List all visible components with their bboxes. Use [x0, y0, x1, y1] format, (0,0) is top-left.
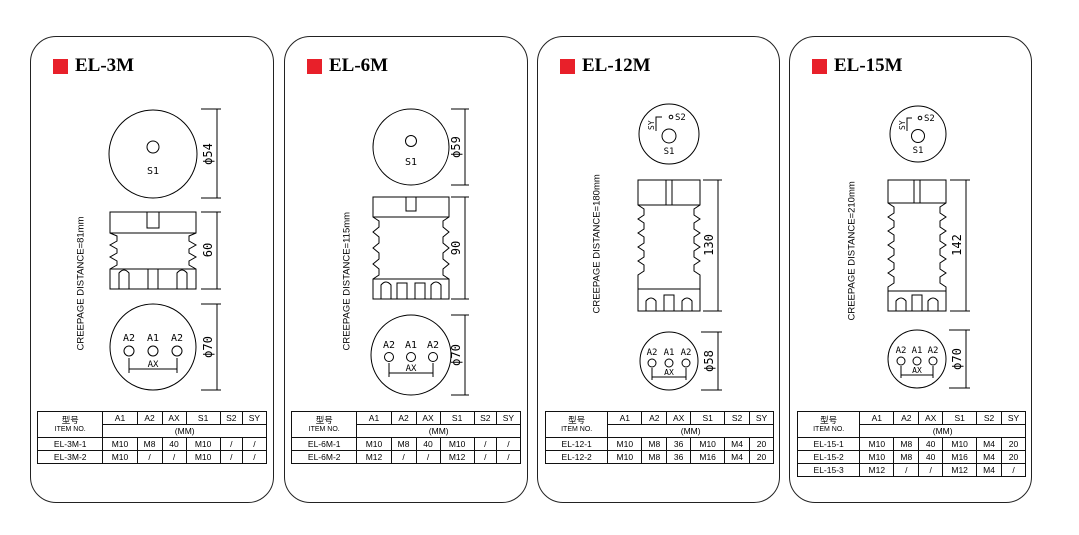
insulator-drawing: S1 ϕ59 90 A2 A1 A2 AX — [370, 108, 469, 396]
side-view: 142 — [887, 179, 970, 312]
svg-text:A2: A2 — [427, 340, 439, 351]
svg-text:AX: AX — [912, 366, 922, 375]
height-label: 60 — [201, 243, 215, 257]
bottom-view: A2 A1 A2 AX ϕ70 — [109, 303, 221, 391]
svg-text:A1: A1 — [405, 340, 417, 351]
panel-el-15m: EL-15M CREEPAGE DISTANCE=210mm S2 SY S1 … — [789, 36, 1032, 503]
panel-title: EL-3M — [53, 55, 134, 76]
panel-title: EL-15M — [812, 55, 903, 76]
svg-text:SY: SY — [647, 120, 656, 130]
svg-text:130: 130 — [702, 234, 716, 256]
panel-el-12m: EL-12M CREEPAGE DISTANCE=180mm S2 SY S1 … — [537, 36, 780, 503]
top-view: S2 SY S1 — [889, 105, 947, 163]
svg-text:A2: A2 — [171, 333, 183, 344]
panel-title: EL-6M — [307, 55, 388, 76]
side-view: 90 — [372, 196, 469, 300]
panel-el-3m: EL-3M CREEPAGE DISTANCE=81mm S1 ϕ54 60 — [30, 36, 274, 503]
bottom-view: A2 A1 A2 AX ϕ58 — [639, 331, 722, 391]
bottom-view: A2 A1 A2 AX ϕ70 — [887, 329, 970, 389]
red-square-icon — [560, 58, 575, 74]
svg-text:SY: SY — [898, 120, 907, 130]
svg-text:ϕ70: ϕ70 — [449, 344, 463, 366]
svg-text:ϕ59: ϕ59 — [449, 136, 463, 158]
side-view: 130 — [637, 179, 722, 312]
svg-text:A1: A1 — [912, 346, 923, 356]
svg-text:A2: A2 — [647, 348, 658, 358]
s1-label: S1 — [147, 166, 159, 177]
red-square-icon — [307, 58, 322, 74]
svg-text:S1: S1 — [913, 146, 924, 156]
svg-text:AX: AX — [148, 360, 159, 370]
svg-text:AX: AX — [664, 368, 674, 377]
svg-text:AX: AX — [406, 364, 417, 374]
panel-el-6m: EL-6M CREEPAGE DISTANCE=115mm S1 ϕ59 90 — [284, 36, 528, 503]
svg-text:S1: S1 — [664, 147, 675, 157]
svg-text:ϕ70: ϕ70 — [950, 348, 964, 370]
svg-text:A1: A1 — [664, 348, 675, 358]
insulator-drawing: S1 ϕ54 60 A2 A1 A2 AX — [108, 108, 221, 391]
top-diameter-label: ϕ54 — [201, 143, 215, 165]
bottom-view: A2 A1 A2 AX ϕ70 — [370, 314, 469, 396]
svg-text:ϕ58: ϕ58 — [702, 350, 716, 372]
side-view: 60 — [108, 211, 221, 290]
top-view: S1 ϕ54 — [108, 108, 221, 199]
top-view: S1 ϕ59 — [372, 108, 469, 186]
panel-title: EL-12M — [560, 55, 651, 76]
svg-text:S2: S2 — [924, 114, 935, 124]
svg-text:A1: A1 — [147, 333, 159, 344]
red-square-icon — [53, 58, 68, 74]
red-square-icon — [812, 58, 827, 74]
insulator-drawing: S2 SY S1 142 A2 A1 A2 AX — [887, 105, 970, 389]
top-view: S2 SY S1 — [638, 103, 700, 165]
svg-text:A2: A2 — [928, 346, 939, 356]
insulator-drawing: S2 SY S1 130 A2 A1 A2 AX — [637, 103, 722, 391]
svg-text:90: 90 — [449, 241, 463, 255]
svg-text:142: 142 — [950, 234, 964, 256]
svg-text:S2: S2 — [675, 113, 686, 123]
svg-text:A2: A2 — [681, 348, 692, 358]
svg-text:A2: A2 — [123, 333, 135, 344]
svg-text:A2: A2 — [383, 340, 395, 351]
svg-text:S1: S1 — [405, 157, 417, 168]
svg-text:A2: A2 — [896, 346, 907, 356]
bottom-diameter-label: ϕ70 — [201, 336, 215, 358]
